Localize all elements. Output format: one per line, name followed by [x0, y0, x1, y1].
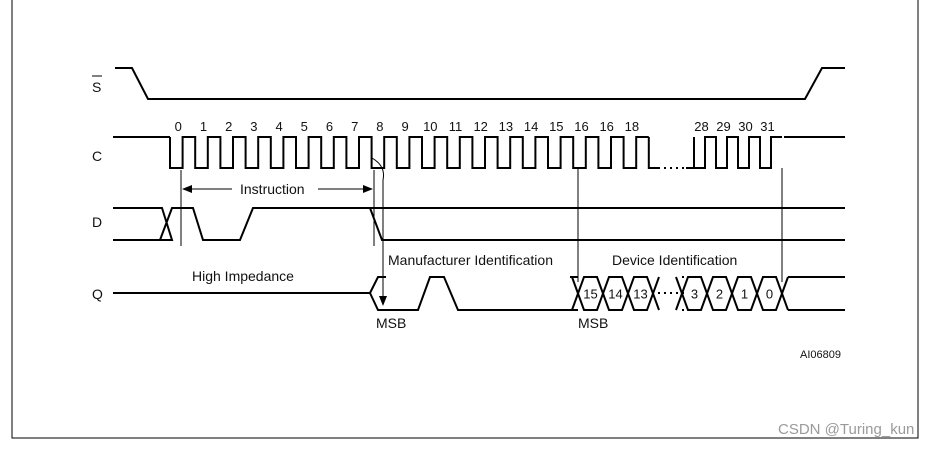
signal-d-label: D: [92, 214, 102, 230]
clock-number: 4: [275, 119, 282, 134]
clock-number: 28: [694, 119, 708, 134]
figure-reference: AI06809: [800, 349, 841, 361]
clock-number: 11: [449, 119, 463, 134]
clock-number: 2: [225, 119, 232, 134]
clock-number: 16: [574, 119, 588, 134]
clock-number: 29: [716, 119, 730, 134]
q-device-id-bits: 15 14 13 3 2 1 0: [570, 276, 789, 311]
device-id-bit: 2: [716, 287, 723, 302]
device-id-bit: 1: [741, 287, 748, 302]
device-id-bit: 14: [608, 287, 622, 302]
c-waveform-pulses-b: [686, 136, 782, 169]
clock-pulse-train: [169, 136, 649, 169]
high-impedance-label: High Impedance: [192, 268, 294, 284]
clock-number: 18: [625, 119, 639, 134]
signal-c-label: C: [92, 148, 102, 164]
instruction-label: Instruction: [240, 181, 305, 197]
c-waveform-pulses-a: [169, 136, 658, 169]
clock-tail-a: [647, 137, 658, 169]
msb-arrowhead: [379, 296, 387, 306]
clock-number: 7: [351, 119, 358, 134]
q-manufacturer-waveform: [369, 276, 570, 311]
msb-label-right: MSB: [578, 315, 608, 331]
clock-number: 1: [200, 119, 207, 134]
signal-s-label: S: [92, 79, 101, 95]
watermark-text: CSDN @Turing_kun: [778, 421, 914, 438]
msb-arrow-curve: [371, 157, 384, 300]
clock-number: 5: [301, 119, 308, 134]
clock-number: 3: [250, 119, 257, 134]
clock-number: 13: [499, 119, 513, 134]
device-id-bit: 13: [633, 287, 647, 302]
clock-number: 12: [473, 119, 487, 134]
clock-number: 6: [326, 119, 333, 134]
device-id-bit: 3: [691, 287, 698, 302]
msb-label-left: MSB: [376, 315, 406, 331]
figure-frame: [11, 0, 919, 439]
q-tail-waveform: [788, 276, 845, 311]
device-bit-cells: [675, 276, 789, 311]
device-id-bit: 15: [583, 287, 597, 302]
instruction-arrowhead-left: [182, 185, 192, 193]
instruction-arrowhead-right: [363, 185, 373, 193]
clock-number: 9: [401, 119, 408, 134]
clock-number: 14: [524, 119, 538, 134]
clock-number: 31: [760, 119, 774, 134]
s-waveform: [115, 67, 845, 100]
device-bit-cells: [570, 276, 660, 311]
clock-number: 30: [738, 119, 752, 134]
manufacturer-id-label: Manufacturer Identification: [388, 252, 553, 268]
clock-number: 16: [599, 119, 613, 134]
device-id-label: Device Identification: [612, 252, 737, 268]
clock-number: 0: [175, 119, 182, 134]
signal-q-label: Q: [92, 286, 103, 302]
d-waveform: [113, 207, 845, 241]
clock-number: 8: [376, 119, 383, 134]
clock-number: 10: [423, 119, 437, 134]
clock-number: 15: [549, 119, 563, 134]
device-id-bit: 0: [766, 287, 773, 302]
clock-pulse-train: [693, 136, 782, 169]
